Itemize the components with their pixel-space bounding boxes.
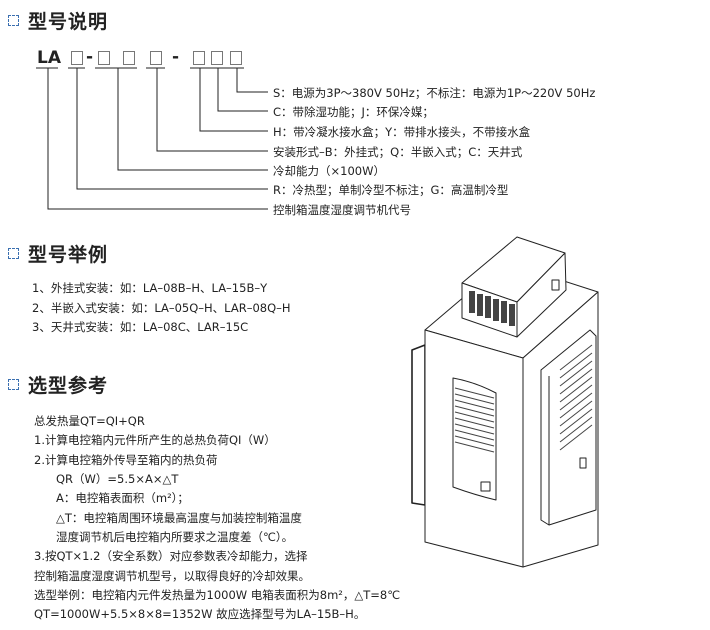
- section-title-model-examples: 型号举例: [28, 244, 109, 266]
- selection-line: 2.计算电控箱外传导至箱内的热负荷: [34, 453, 218, 467]
- example-item: 1、外挂式安装：如：LA–08B–H、LA–15B–Y: [32, 281, 268, 295]
- code-prefix: LA: [37, 48, 61, 68]
- section-bullet-icon: [8, 379, 19, 390]
- code-box: [150, 51, 162, 65]
- section-bullet-icon: [8, 248, 19, 259]
- code-box: [123, 51, 135, 65]
- code-box: [71, 51, 83, 65]
- selection-line: △T：电控箱周围环境最高温度与加装控制箱温度: [56, 511, 302, 525]
- selection-line: 3.按QT×1.2（安全系数）对应参数表冷却能力，选择: [34, 549, 308, 563]
- code-description: C：带除湿功能；J：环保冷媒；: [273, 105, 434, 119]
- example-item: 3、天井式安装：如：LA–08C、LAR–15C: [32, 320, 249, 334]
- selection-line: A：电控箱表面积（m²）；: [56, 491, 189, 505]
- code-description: S：电源为3P～380V 50Hz；不标注：电源为1P～220V 50Hz: [273, 86, 596, 100]
- selection-line: 控制箱温度湿度调节机型号，以取得良好的冷却效果。: [34, 569, 310, 583]
- code-box: [230, 51, 242, 65]
- code-description: 冷却能力（×100W）: [273, 164, 385, 178]
- selection-line: 选型举例：电控箱内元件发热量为1000W 电箱表面积为8m²，△T=8℃: [34, 588, 401, 602]
- selection-line: 总发热量QT=QI+QR: [34, 414, 145, 428]
- section-bullet-icon: [8, 15, 19, 26]
- code-box: [211, 51, 223, 65]
- section-title-model-desc: 型号说明: [28, 11, 109, 33]
- code-dash: -: [172, 47, 180, 67]
- code-description: 控制箱温度湿度调节机代号: [273, 203, 411, 217]
- code-description: H：带冷凝水接水盒；Y：带排水接头，不带接水盒: [273, 125, 531, 139]
- code-box: [193, 51, 205, 65]
- code-description: R：冷热型；单制冷型不标注；G：高温制冷型: [273, 183, 509, 197]
- code-description: 安装形式–B：外挂式；Q：半嵌入式；C：天井式: [273, 145, 523, 159]
- code-box: [98, 51, 110, 65]
- selection-line: 1.计算电控箱内元件所产生的总热负荷QI（W）: [34, 433, 276, 447]
- code-dash: -: [86, 47, 94, 67]
- example-item: 2、半嵌入式安装：如：LA–05Q–H、LAR–08Q–H: [32, 301, 291, 315]
- section-title-selection: 选型参考: [28, 375, 109, 397]
- selection-line: QR（W）=5.5×A×△T: [56, 472, 179, 486]
- selection-line: QT=1000W+5.5×8×8=1352W 故应选择型号为LA–15B–H。: [34, 607, 366, 621]
- selection-line: 湿度调节机后电控箱内所要求之温度差（℃）。: [56, 530, 294, 544]
